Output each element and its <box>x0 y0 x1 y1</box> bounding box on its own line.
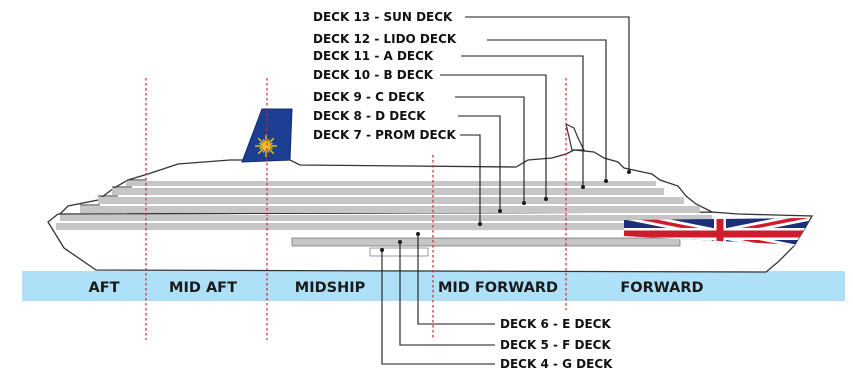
zone-label-forward: FORWARD <box>620 280 703 296</box>
leader-deck-8 <box>458 115 501 211</box>
sunburst-logo-icon <box>255 135 277 157</box>
deck-label-13: DECK 13 - SUN DECK <box>313 10 453 24</box>
lower-deck-leaders <box>380 232 495 365</box>
lower-deck-labels: DECK 6 - E DECK DECK 5 - F DECK DECK 4 -… <box>500 317 613 371</box>
leader-deck-6 <box>417 234 495 325</box>
zone-label-mid-aft: MID AFT <box>169 280 237 296</box>
deck-label-11: DECK 11 - A DECK <box>313 49 434 63</box>
upper-deck-labels: DECK 13 - SUN DECK DECK 12 - LIDO DECK D… <box>313 10 457 142</box>
deck-label-7: DECK 7 - PROM DECK <box>313 128 456 142</box>
leader-deck-9 <box>455 96 525 203</box>
leader-deck-10 <box>440 74 547 199</box>
sunburst-center <box>263 143 269 149</box>
deck-label-12: DECK 12 - LIDO DECK <box>313 32 457 46</box>
leader-deck-13 <box>465 16 630 172</box>
zone-labels: AFT MID AFT MIDSHIP MID FORWARD FORWARD <box>88 280 703 296</box>
upper-deck-leaders <box>440 16 631 226</box>
deck-label-9: DECK 9 - C DECK <box>313 90 425 104</box>
zone-dividers <box>145 78 567 340</box>
leader-deck-5 <box>399 242 495 346</box>
aft-terraces <box>62 179 146 215</box>
deck-label-6: DECK 6 - E DECK <box>500 317 611 331</box>
deck-label-5: DECK 5 - F DECK <box>500 338 611 352</box>
leader-deck-11 <box>461 55 584 187</box>
deck-label-10: DECK 10 - B DECK <box>313 68 434 82</box>
zone-label-mid-forward: MID FORWARD <box>438 280 558 296</box>
zone-label-aft: AFT <box>88 280 119 296</box>
deck-label-4: DECK 4 - G DECK <box>500 357 613 371</box>
zone-label-midship: MIDSHIP <box>295 280 366 296</box>
leader-deck-12 <box>487 39 607 181</box>
deck-label-8: DECK 8 - D DECK <box>313 109 426 123</box>
leader-deck-4 <box>381 250 495 365</box>
ship-mast <box>565 122 585 151</box>
leader-deck-7 <box>460 134 481 224</box>
